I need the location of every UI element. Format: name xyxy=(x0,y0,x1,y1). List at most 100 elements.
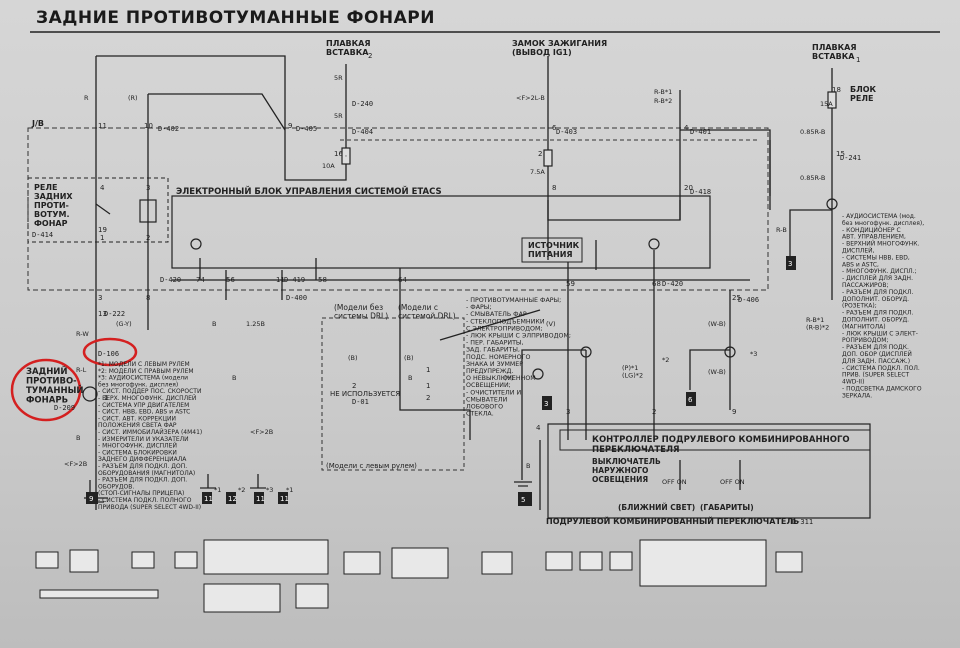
wire-label-f2b: <F>2B xyxy=(250,428,273,436)
wire-label-f2lb: <F>2L-B xyxy=(516,94,545,102)
ground-tag-number: 12 xyxy=(228,495,237,503)
drl-outline xyxy=(321,317,465,471)
ignition-switch-label: ЗАМОК ЗАЖИГАНИЯ(ВЫВОД IG1) xyxy=(512,39,607,57)
connector-c419: D-419 xyxy=(284,276,305,284)
parking-lights-label: (ГАБАРИТЫ) xyxy=(700,503,754,512)
lamp-symbols xyxy=(82,155,838,402)
ground-tag-number: 6 xyxy=(688,396,693,404)
pin-number: 1 xyxy=(426,366,430,374)
center-notes: - ПРОТИВОТУМАННЫЕ ФАРЫ;- ФАРЫ;- СМЫВАТЕЛ… xyxy=(466,297,571,418)
connector-c241: D-241 xyxy=(840,154,861,162)
ground-tag-number: 3 xyxy=(544,400,548,408)
pin-number: 74 xyxy=(196,276,205,284)
pin-number: 59 xyxy=(566,280,575,288)
connector-c01: D-01 xyxy=(352,398,369,406)
wire-label-r1: R xyxy=(84,94,89,102)
pin-number: 13 xyxy=(98,310,107,318)
highlight-rear-fog-lamp xyxy=(10,358,82,422)
relay-outline xyxy=(27,177,169,243)
highlight-connector-d106 xyxy=(82,337,138,367)
connector-c401: D-401 xyxy=(690,128,711,136)
footnote-mark: *2 xyxy=(238,486,245,494)
pin-number: 8 xyxy=(552,184,556,192)
pin-number: 3 xyxy=(98,294,102,302)
not-used-label: НЕ ИСПОЛЬЗУЕТСЯ xyxy=(330,390,400,398)
pin-number: 9 xyxy=(732,408,736,416)
pin-number: 4 xyxy=(100,184,105,192)
pin-number: 20 xyxy=(684,184,693,192)
connector-c420b: D-420 xyxy=(662,280,683,288)
ground-tag-number: 3 xyxy=(788,260,792,268)
pin-number: 4 xyxy=(536,424,541,432)
pin-number: 11 xyxy=(276,276,285,284)
connector-c404: D-404 xyxy=(352,128,373,136)
pin-number: 11 xyxy=(98,122,107,130)
footnote-mark: *1 xyxy=(214,486,221,494)
wire-label-b2: B xyxy=(408,374,412,382)
pin-number: 2 xyxy=(146,234,150,242)
combo-switch-label: ПОДРУЛЕВОЙ КОМБИНИРОВАННЫЙ ПЕРЕКЛЮЧАТЕЛЬ xyxy=(546,515,799,526)
pin-number: 25 xyxy=(732,294,741,302)
pin-number: 64 xyxy=(398,276,407,284)
wire-label-a15: 15A xyxy=(820,100,833,108)
pin-number: 9 xyxy=(288,122,292,130)
left-hand-models-label: (Модели с левым рулем) xyxy=(326,462,417,470)
ground-tag-number: 9 xyxy=(89,495,93,503)
ground-tags xyxy=(86,256,796,506)
wire-label-v1: (V) xyxy=(546,320,556,328)
pin-number: 3 xyxy=(566,408,570,416)
wire-label-b3: B xyxy=(526,462,530,470)
pin-number: 2 xyxy=(352,382,356,390)
connector-blocks xyxy=(35,539,803,613)
pin-number: 16 xyxy=(334,150,343,158)
fuse-block-1-number: 1 xyxy=(856,56,860,64)
pin-number: 19 xyxy=(98,226,107,234)
wire-label-v2: (V) xyxy=(504,374,514,382)
low-beam-label: (БЛИЖНИЙ СВЕТ) xyxy=(618,503,695,512)
relay-coil xyxy=(95,199,157,223)
pin-number: 68 xyxy=(652,280,661,288)
wire-label-pl: (P)*1(LG)*2 xyxy=(622,364,643,380)
wire-label-5r1: 5R xyxy=(334,74,343,82)
combo-controller-outline xyxy=(559,429,871,451)
wire-group xyxy=(89,55,833,510)
connector-c209: D-209 xyxy=(54,404,75,412)
pin-number: 56 xyxy=(226,276,235,284)
junction-block-outline xyxy=(27,127,769,291)
wire-label-a75: 7.5A xyxy=(530,168,545,176)
wire-label-rbx: R-B*1(R-B)*2 xyxy=(806,316,829,332)
wire-label-085b: 0.85R-B xyxy=(800,174,825,182)
pin-number: 2 xyxy=(538,150,542,158)
connector-c414: D-414 xyxy=(32,231,53,239)
pin-number: 10 xyxy=(144,122,153,130)
switch-off-on-right: OFF ON xyxy=(720,478,745,486)
ground-tag-number: 11 xyxy=(280,495,289,503)
ground-tag-number: 11 xyxy=(256,495,265,503)
connector-c418: D-418 xyxy=(690,188,711,196)
wire-label-b5: B xyxy=(232,374,236,382)
wire-label-f2b2: <F>2B xyxy=(64,460,87,468)
footnote-mark: *2 xyxy=(662,356,669,364)
wire-label-br2: (B) xyxy=(404,354,414,362)
connector-c240: D-240 xyxy=(352,100,373,108)
combo-switch-outline xyxy=(547,423,871,519)
pin-number: 58 xyxy=(318,276,327,284)
pin-number: 8 xyxy=(146,294,150,302)
left-notes: *1: МОДЕЛИ С ЛЕВЫМ РУЛЕМ*2: МОДЕЛИ С ПРА… xyxy=(98,361,202,511)
pin-number: 1 xyxy=(104,394,108,402)
ground-tag-number: 11 xyxy=(204,495,213,503)
wire-label-b125: 1.25B xyxy=(246,320,265,328)
ground-tag-number: 5 xyxy=(521,496,525,504)
wire-label-b4: B xyxy=(76,434,80,442)
page-title: ЗАДНИЕ ПРОТИВОТУМАННЫЕ ФОНАРИ xyxy=(36,8,435,28)
pin-number: 4 xyxy=(684,124,689,132)
etacs-outline xyxy=(171,195,711,269)
